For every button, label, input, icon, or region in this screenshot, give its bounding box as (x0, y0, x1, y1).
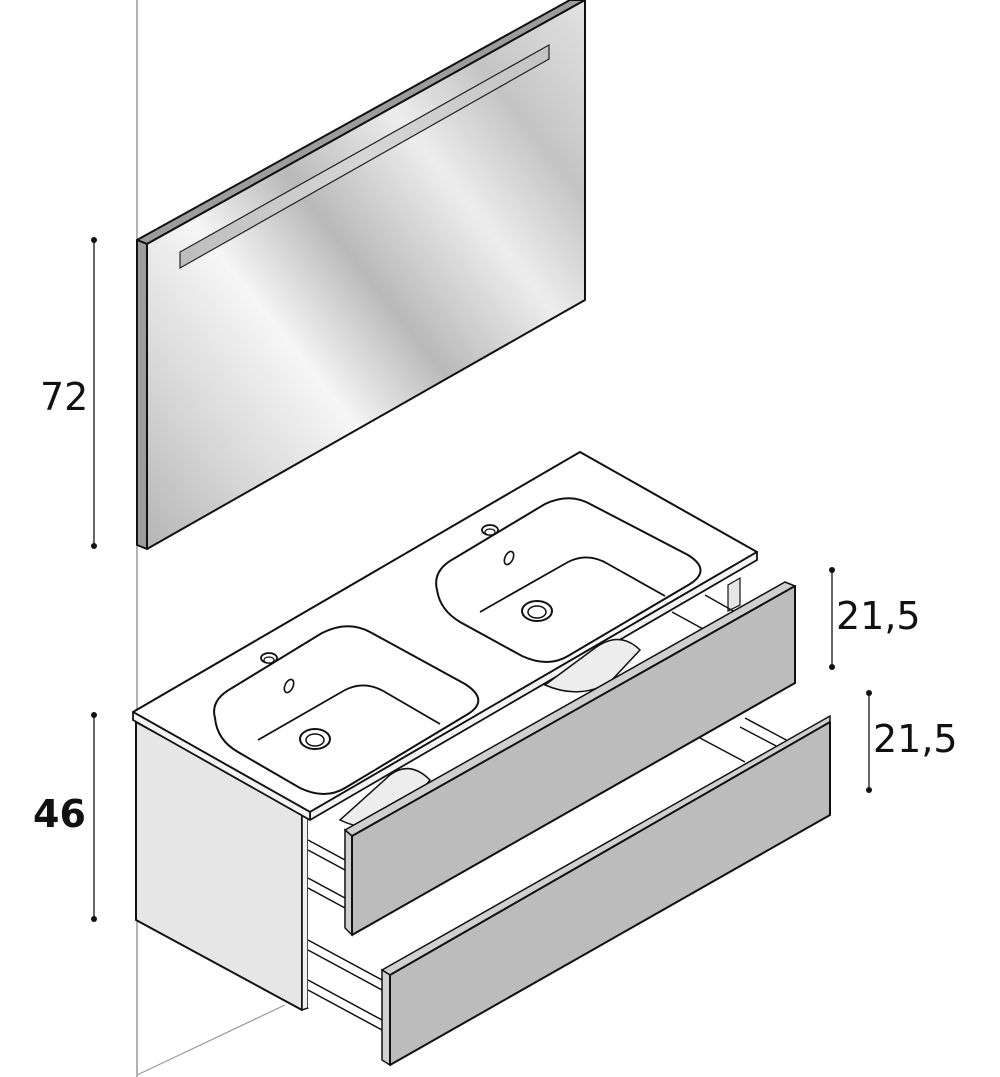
washbasin-top (132, 451, 758, 828)
mirror-height-label: 72 (40, 375, 89, 419)
dimension-line-drawer-top (829, 567, 835, 670)
led-strip (179, 43, 550, 270)
mirror (136, 0, 586, 550)
basin-left (213, 625, 480, 795)
basin-right (435, 497, 702, 663)
cabinet-height-label: 46 (33, 792, 86, 836)
dimension-line-drawer-bottom (866, 690, 872, 793)
drawer-bottom-height-label: 21,5 (873, 717, 958, 761)
dimension-line-cabinet (91, 712, 97, 922)
drawer-top-height-label: 21,5 (836, 594, 921, 638)
dimension-line-mirror (91, 237, 97, 549)
drawer-top (343, 581, 797, 937)
drawer-bottom (380, 714, 831, 1067)
